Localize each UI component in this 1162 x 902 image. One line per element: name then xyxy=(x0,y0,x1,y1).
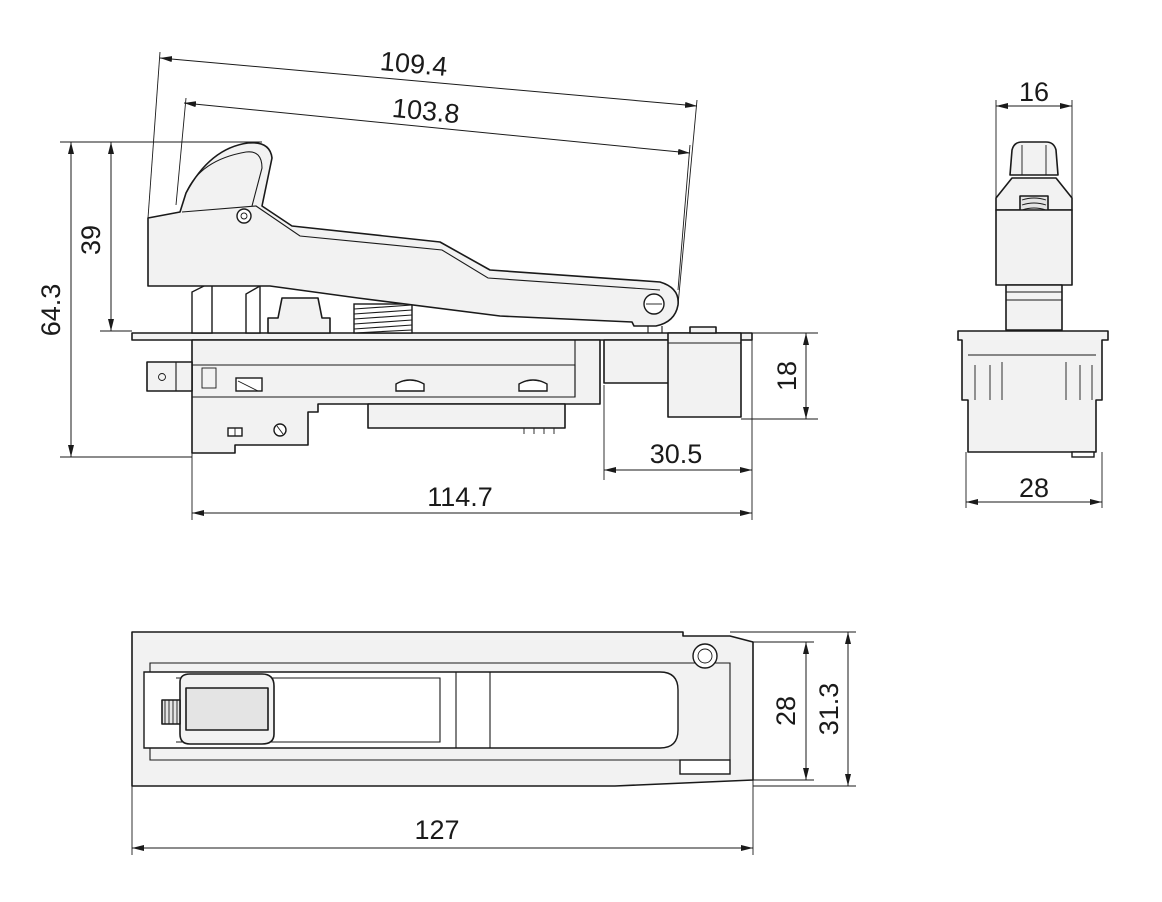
body-window xyxy=(395,379,425,392)
side-trigger-cap xyxy=(1009,141,1059,176)
base-plate xyxy=(131,332,753,341)
dim-label-64-3: 64.3 xyxy=(36,284,66,337)
side-view xyxy=(957,141,1109,458)
side-lever-body xyxy=(995,209,1073,286)
top-screw xyxy=(692,643,718,669)
front-view xyxy=(131,141,753,454)
dim-line-109-4 xyxy=(159,56,698,108)
spring xyxy=(353,303,413,334)
dim-label-18: 18 xyxy=(772,361,802,391)
dim-label-109-4: 109.4 xyxy=(379,46,449,82)
plunger xyxy=(267,297,331,334)
trigger-lever xyxy=(147,141,679,327)
dim-label-127: 127 xyxy=(414,815,459,845)
side-plunger xyxy=(1005,284,1063,331)
dim-label-39: 39 xyxy=(76,225,106,255)
dim-label-30-5: 30.5 xyxy=(650,439,703,469)
dim-label-16: 16 xyxy=(1019,77,1049,107)
actuator-post xyxy=(245,284,261,334)
top-view xyxy=(131,631,754,787)
actuator-post xyxy=(191,280,213,334)
front-block xyxy=(603,339,671,384)
body-window xyxy=(235,377,263,392)
body-window xyxy=(518,379,548,392)
bottom-housing xyxy=(367,403,566,429)
dim-line-103-8 xyxy=(183,101,691,155)
dim-label-28-side: 28 xyxy=(1019,473,1049,503)
top-slot xyxy=(679,759,731,775)
dim-label-31-3: 31.3 xyxy=(814,683,844,736)
top-trigger xyxy=(143,671,679,749)
right-terminal-box xyxy=(667,332,742,418)
dim-label-28-top: 28 xyxy=(771,696,801,726)
dimensions: 109.4 103.8 64.3 39 18 30.5 114.7 1 xyxy=(36,46,1103,855)
side-housing xyxy=(957,330,1109,453)
dim-label-103-8: 103.8 xyxy=(391,93,461,129)
pivot-pin xyxy=(236,208,252,224)
dim-label-114-7: 114.7 xyxy=(427,482,493,512)
terminal-tab xyxy=(146,361,193,392)
